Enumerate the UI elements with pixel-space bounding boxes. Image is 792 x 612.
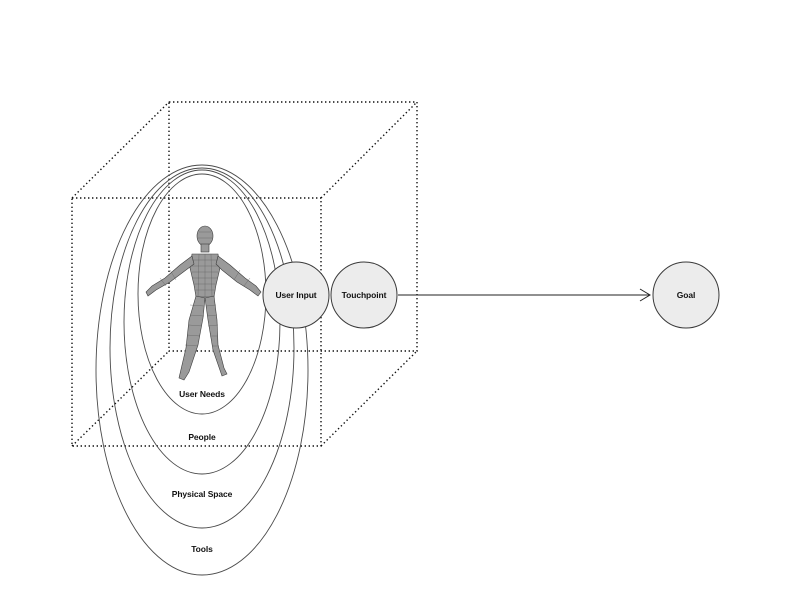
- cube-edge-top-right: [320, 101, 418, 199]
- node-touchpoint: Touchpoint: [330, 261, 398, 329]
- cube-edge-bottom-left: [71, 350, 170, 447]
- human-figure-icon: [145, 225, 262, 381]
- ring-label-tools: Tools: [191, 544, 213, 554]
- dotted-cube: [71, 101, 418, 447]
- cube-back-face: [168, 101, 418, 352]
- cube-edge-bottom-right: [320, 350, 418, 447]
- ring-physical-space: [109, 167, 295, 529]
- node-user-input: User Input: [262, 261, 330, 329]
- user-input-label: User Input: [275, 290, 316, 300]
- goal-label: Goal: [677, 290, 696, 300]
- ring-label-physical-space: Physical Space: [172, 489, 233, 499]
- arrow-head-icon: [639, 288, 651, 302]
- touchpoint-label: Touchpoint: [342, 290, 387, 300]
- ring-label-people: People: [188, 432, 216, 442]
- ring-label-user-needs: User Needs: [179, 389, 225, 399]
- user-input-circle: [262, 261, 330, 329]
- touchpoint-circle: [330, 261, 398, 329]
- cube-front-face: [71, 197, 322, 447]
- ring-tools: [95, 164, 309, 576]
- node-goal: Goal: [652, 261, 720, 329]
- cube-edge-top-left: [71, 101, 170, 199]
- goal-circle: [652, 261, 720, 329]
